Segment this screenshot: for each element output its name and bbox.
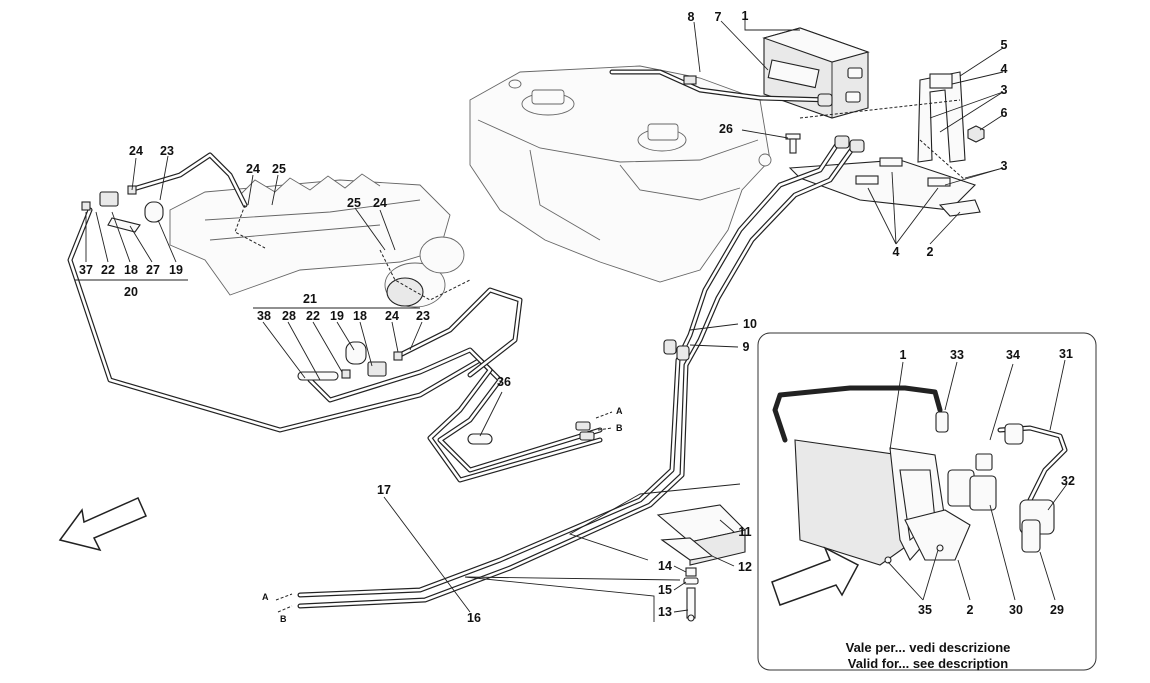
- inset-callout-31: 31: [1059, 347, 1073, 361]
- canister-bracket: [917, 71, 966, 163]
- callout-27: 27: [146, 263, 160, 277]
- callout-17: 17: [377, 483, 391, 497]
- bolt: [785, 133, 801, 154]
- callout-7: 7: [715, 10, 722, 24]
- callout-14: 14: [658, 559, 672, 573]
- callout-20: 20: [124, 285, 138, 299]
- engine-intake: [169, 173, 465, 308]
- callout-11: 11: [738, 525, 751, 539]
- callout-19: 19: [169, 263, 183, 277]
- callout-19: 19: [330, 309, 344, 323]
- callout-38: 38: [257, 309, 271, 323]
- fuel-tank: [469, 65, 772, 283]
- callout-15: 15: [658, 583, 672, 597]
- leader-lines: [75, 17, 1068, 622]
- connection-b-label: B: [616, 423, 623, 433]
- callout-36: 36: [497, 375, 511, 389]
- inset-callout-30: 30: [1009, 603, 1023, 617]
- connection-b-label: B: [280, 614, 287, 624]
- direction-arrow-icon: [58, 497, 147, 552]
- callout-9: 9: [743, 340, 750, 354]
- callout-4: 4: [893, 245, 900, 259]
- inset-callout-1: 1: [900, 348, 907, 362]
- connection-a-label: A: [616, 406, 623, 416]
- callout-24: 24: [385, 309, 399, 323]
- quick-connectors: [575, 421, 595, 441]
- inset-callout-33: 33: [950, 348, 964, 362]
- callout-13: 13: [658, 605, 672, 619]
- nut: [967, 125, 985, 143]
- callout-28: 28: [282, 309, 296, 323]
- inset-note-line-1: Vale per... vedi descrizione: [846, 640, 1011, 655]
- callout-24: 24: [373, 196, 387, 210]
- hose-clip: [683, 75, 833, 107]
- pipe-clamp-assembly: [656, 504, 747, 622]
- callout-4: 4: [1001, 62, 1008, 76]
- inset-panel: [757, 332, 1097, 671]
- callout-8: 8: [688, 10, 695, 24]
- inset-direction-arrow-icon: [771, 546, 860, 606]
- pipe-connector: [663, 135, 865, 361]
- callout-23: 23: [416, 309, 430, 323]
- inset-callout-32: 32: [1061, 474, 1075, 488]
- callout-1: 1: [742, 9, 749, 23]
- callout-12: 12: [738, 560, 752, 574]
- purge-valve: [81, 185, 164, 233]
- connection-markers: A B A B: [262, 406, 623, 624]
- inset-note-line-2: Valid for... see description: [848, 656, 1008, 671]
- callout-10: 10: [743, 317, 757, 331]
- callout-25: 25: [347, 196, 361, 210]
- callout-26: 26: [719, 122, 733, 136]
- callout-22: 22: [101, 263, 115, 277]
- callout-24: 24: [246, 162, 260, 176]
- callout-22: 22: [306, 309, 320, 323]
- callout-2: 2: [927, 245, 934, 259]
- callout-25: 25: [272, 162, 286, 176]
- callout-5: 5: [1001, 38, 1008, 52]
- inset-callout-35: 35: [918, 603, 932, 617]
- callout-16: 16: [467, 611, 481, 625]
- callout-6: 6: [1001, 106, 1008, 120]
- carbon-canister: [762, 27, 870, 119]
- callout-3: 3: [1001, 159, 1008, 173]
- callout-labels: 1 7 8 5 4 3 6 26 3 4 2 24 23 24 25 25 24…: [79, 9, 1075, 625]
- clip-36: [467, 433, 493, 445]
- callout-3: 3: [1001, 83, 1008, 97]
- connection-a-label: A: [262, 592, 269, 602]
- inset-callout-2: 2: [967, 603, 974, 617]
- callout-21: 21: [303, 292, 317, 306]
- callout-24: 24: [129, 144, 143, 158]
- callout-37: 37: [79, 263, 93, 277]
- inset-callout-34: 34: [1006, 348, 1020, 362]
- callout-18: 18: [353, 309, 367, 323]
- callout-23: 23: [160, 144, 174, 158]
- callout-18: 18: [124, 263, 138, 277]
- purge-valve-2: [297, 341, 403, 381]
- inset-callout-29: 29: [1050, 603, 1064, 617]
